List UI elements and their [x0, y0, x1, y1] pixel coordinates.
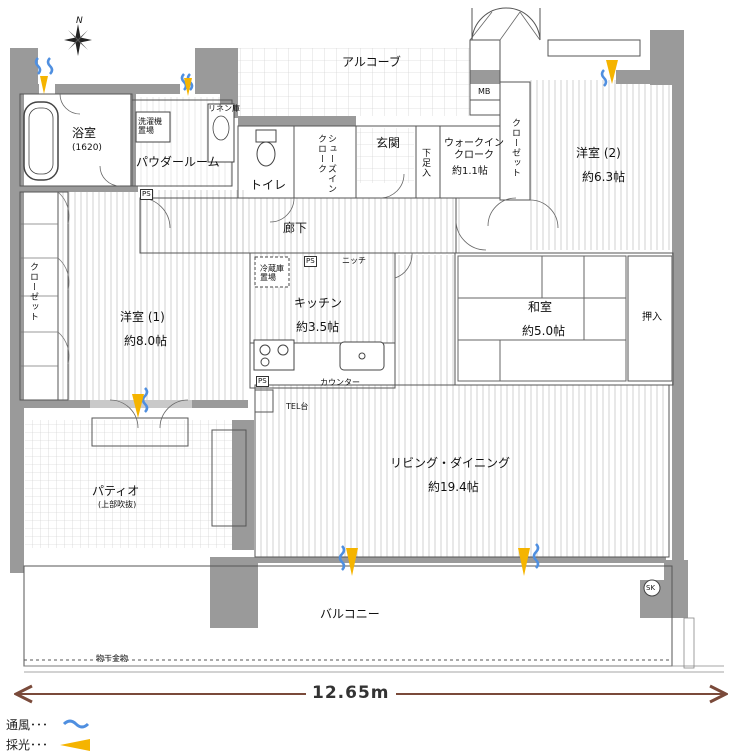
closet-left-doors — [20, 191, 70, 367]
western2-label: 洋室 (2) — [576, 146, 621, 160]
walk-in-closet-size: 約1.1帖 — [452, 166, 488, 177]
legend-ventilation-label: 通風･･･ — [6, 718, 49, 732]
door-swings — [59, 11, 559, 429]
western1-size: 約8.0帖 — [124, 334, 168, 348]
sk-label: SK — [646, 584, 656, 592]
legend-daylight-icon — [60, 739, 90, 751]
closet-left-label: クローゼット — [28, 262, 38, 322]
fridge-label: 冷蔵庫 置場 — [260, 264, 284, 282]
living-floor-upper — [395, 255, 457, 385]
bath-size-label: (1620) — [72, 143, 102, 153]
toilet-label: トイレ — [250, 178, 287, 192]
shoes-in-closet-label: シューズイン クローク — [316, 134, 336, 194]
western1-label: 洋室 (1) — [120, 310, 165, 324]
counter-label: カウンター — [320, 378, 360, 387]
corridor-floor — [140, 198, 462, 253]
alcove-floor — [235, 48, 470, 116]
niche-label: ニッチ — [342, 256, 366, 265]
japanese-room-size: 約5.0帖 — [522, 324, 566, 338]
living-dining-label: リビング・ダイニング — [390, 456, 511, 470]
ps-label: PS — [304, 256, 317, 267]
laundry-rail-label: 物干金物 — [96, 654, 128, 663]
fridge-box — [254, 256, 290, 288]
entrance-label: 玄関 — [376, 136, 401, 150]
daylight-icon — [40, 60, 618, 576]
washer-label: 洗濯機 置場 — [138, 117, 162, 135]
corridor-label: 廊下 — [283, 221, 308, 235]
walk-in-closet-label: ウォークイン クローク — [444, 138, 504, 161]
washer-box — [135, 111, 171, 143]
kitchen-label: キッチン — [294, 296, 343, 310]
kitchen-counter-fixtures — [253, 339, 385, 371]
patio-note: (上部吹抜) — [98, 500, 137, 509]
legend-ventilation-icon — [62, 719, 90, 729]
bathtub — [23, 101, 59, 181]
width-dimension-label: 12.65m — [306, 683, 396, 703]
western2-size: 約6.3帖 — [582, 170, 626, 184]
linen-label: リネン庫 — [208, 104, 240, 113]
western2-floor — [530, 80, 670, 250]
ps-label: PS — [256, 376, 269, 387]
shoe-box-label: 下足入 — [420, 148, 430, 178]
sk-circle — [643, 579, 661, 597]
tel-label: TEL台 — [286, 402, 309, 411]
patio-label: パティオ — [92, 484, 140, 498]
tatami — [457, 255, 627, 382]
japanese-room-label: 和室 — [528, 300, 553, 314]
toilet-fixture — [255, 129, 277, 167]
living-dining-size: 約19.4帖 — [428, 480, 479, 494]
kitchen-size: 約3.5帖 — [296, 320, 340, 334]
oshiire-label: 押入 — [642, 312, 662, 323]
closet-right-label: クローゼット — [510, 118, 520, 178]
balcony-rail — [24, 617, 724, 673]
balcony-label: バルコニー — [320, 607, 380, 621]
compass-icon — [64, 24, 92, 56]
living-floor — [255, 385, 669, 557]
alcove-label: アルコーブ — [342, 55, 401, 69]
entrance-floor — [357, 128, 414, 183]
mb-label: MB — [478, 87, 491, 96]
powder-room-label: パウダールーム — [136, 155, 220, 169]
interior-lines — [19, 39, 674, 667]
exterior-door — [471, 7, 641, 57]
compass-north-label: N — [76, 16, 83, 26]
patio-floor — [25, 420, 237, 548]
bath-label: 浴室 — [72, 126, 97, 140]
ps-label: PS — [140, 189, 153, 200]
legend-daylight-label: 採光･･･ — [6, 738, 49, 752]
